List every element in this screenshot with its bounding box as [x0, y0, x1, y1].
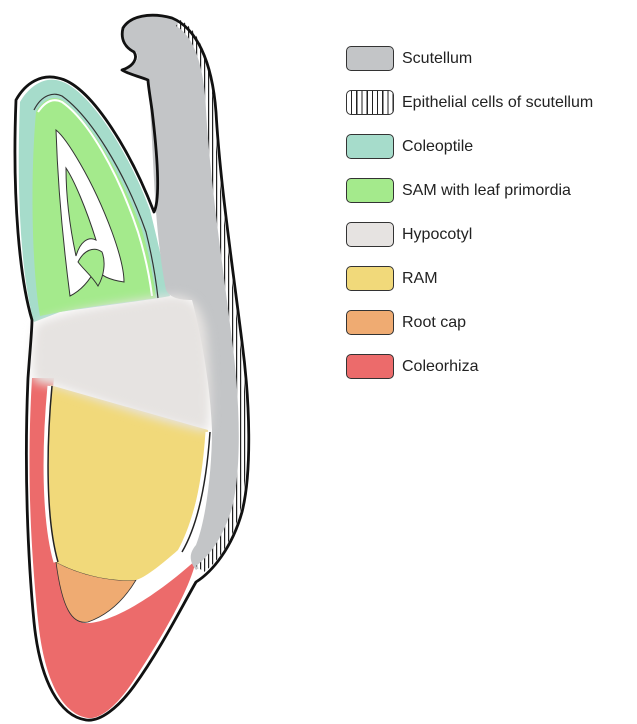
legend-swatch-ram: [346, 266, 394, 291]
legend-item-epithelial: Epithelial cells of scutellum: [346, 88, 631, 117]
legend-swatch-coleorhiza: [346, 354, 394, 379]
legend-item-hypocotyl: Hypocotyl: [346, 220, 631, 249]
legend-label-hypocotyl: Hypocotyl: [402, 226, 472, 244]
legend-item-sam: SAM with leaf primordia: [346, 176, 631, 205]
legend-item-scutellum: Scutellum: [346, 44, 631, 73]
legend-swatch-scutellum: [346, 46, 394, 71]
legend-label-rootcap: Root cap: [402, 314, 466, 332]
legend-swatch-sam: [346, 178, 394, 203]
legend-item-ram: RAM: [346, 264, 631, 293]
legend-swatch-coleoptile: [346, 134, 394, 159]
legend-label-coleoptile: Coleoptile: [402, 138, 473, 156]
legend: Scutellum Epithelial cells of scutellum …: [346, 44, 631, 396]
legend-item-coleoptile: Coleoptile: [346, 132, 631, 161]
legend-swatch-epithelial: [346, 90, 394, 115]
legend-item-rootcap: Root cap: [346, 308, 631, 337]
legend-label-coleorhiza: Coleorhiza: [402, 358, 478, 376]
legend-swatch-rootcap: [346, 310, 394, 335]
legend-item-coleorhiza: Coleorhiza: [346, 352, 631, 381]
legend-label-epithelial: Epithelial cells of scutellum: [402, 94, 593, 112]
legend-label-scutellum: Scutellum: [402, 50, 472, 68]
legend-swatch-hypocotyl: [346, 222, 394, 247]
legend-label-sam: SAM with leaf primordia: [402, 182, 571, 200]
legend-label-ram: RAM: [402, 270, 438, 288]
